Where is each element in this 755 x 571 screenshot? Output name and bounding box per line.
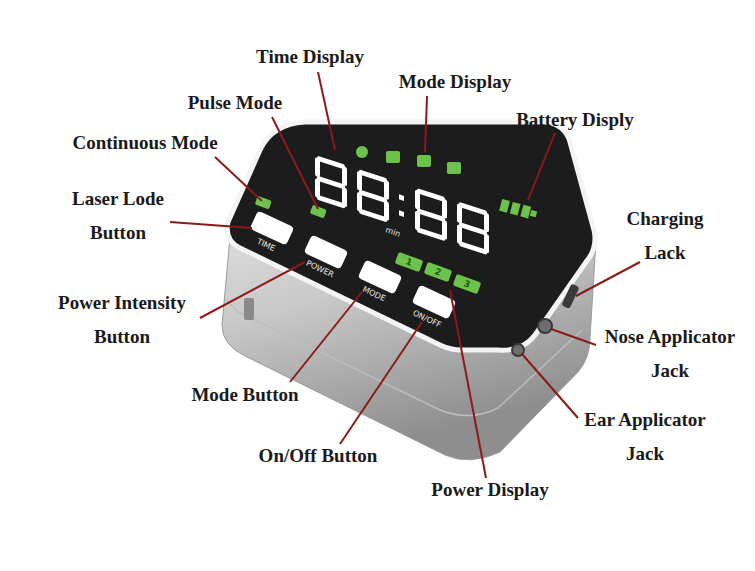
leader-lines xyxy=(170,72,640,478)
callout-label: On/Off Button xyxy=(259,445,378,467)
callout-label: Power Display xyxy=(431,479,548,501)
battery-icon xyxy=(499,199,538,220)
callout-label: Nose Applicator Jack xyxy=(598,320,743,388)
device-marking: MODE xyxy=(361,285,387,303)
device-marking: ON/OFF xyxy=(411,308,442,329)
display-face xyxy=(227,122,595,350)
device-marking: 3 xyxy=(462,278,471,290)
callout-label: Ear Applicator Jack xyxy=(580,403,710,471)
callout-label: Charging Lack xyxy=(615,202,715,270)
device-marking: TIME xyxy=(255,237,276,253)
device-marking: POWER xyxy=(305,259,336,280)
callout-label: Mode Button xyxy=(191,384,298,406)
callout-label: Continuous Mode xyxy=(72,132,217,154)
callout-label: Laser Lode Button xyxy=(53,182,183,250)
side-vent xyxy=(244,298,254,320)
nose-jack xyxy=(538,319,552,333)
callout-label: Power Intensity Button xyxy=(47,286,197,354)
time-digits xyxy=(315,155,489,256)
callout-label: Battery Disply xyxy=(516,109,634,131)
callout-label: Pulse Mode xyxy=(188,92,282,114)
callout-label: Mode Display xyxy=(399,71,511,93)
callout-label: Time Display xyxy=(256,46,364,68)
device-marking: 1 xyxy=(404,256,413,268)
device-marking: 2 xyxy=(433,266,442,278)
device-body xyxy=(222,122,596,460)
device-marking: min xyxy=(384,225,401,238)
